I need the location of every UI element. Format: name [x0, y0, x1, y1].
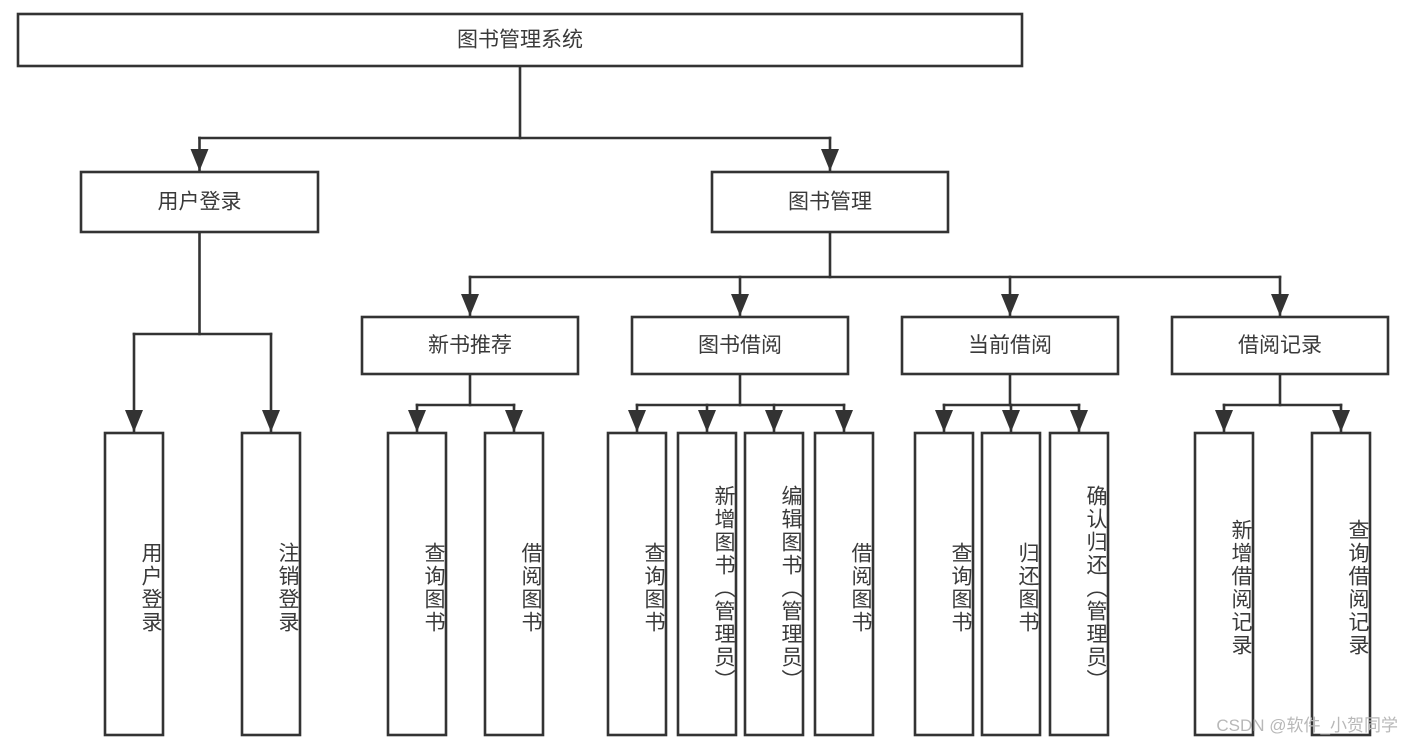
node-box-leaf-user-login[interactable]: [103, 431, 165, 737]
node-box-root[interactable]: [16, 12, 1024, 68]
node-box-leaf-edit-book-admin[interactable]: [743, 431, 805, 737]
arrow-head-icon: [1002, 410, 1020, 432]
node-label-user-login: 用户登录: [158, 191, 242, 214]
node-box-leaf-add-borrow-record[interactable]: [1193, 431, 1255, 737]
connectors-layer: [125, 64, 1350, 434]
boxes-layer: [16, 12, 1390, 737]
node-box-leaf-borrow-book-1[interactable]: [483, 431, 545, 737]
arrow-head-icon: [190, 149, 209, 171]
arrow-head-icon: [821, 149, 839, 171]
node-box-leaf-query-book-1[interactable]: [386, 431, 448, 737]
node-label-book-manage: 图书管理: [788, 191, 872, 214]
node-box-book-manage[interactable]: [710, 170, 950, 234]
arrow-head-icon: [125, 410, 143, 432]
node-label-borrow-record: 借阅记录: [1238, 334, 1322, 357]
arrow-head-icon: [731, 294, 749, 316]
arrow-head-icon: [835, 410, 853, 432]
node-box-leaf-confirm-return-admin[interactable]: [1048, 431, 1110, 737]
node-box-leaf-query-book-3[interactable]: [913, 431, 975, 737]
arrow-head-icon: [628, 410, 646, 432]
node-box-leaf-query-book-2[interactable]: [606, 431, 668, 737]
node-label-book-borrow: 图书借阅: [698, 334, 782, 357]
node-box-book-borrow[interactable]: [630, 315, 850, 376]
node-box-leaf-logout-login[interactable]: [240, 431, 302, 737]
node-box-borrow-record[interactable]: [1170, 315, 1390, 376]
arrow-head-icon: [1332, 410, 1350, 432]
arrow-head-icon: [765, 410, 783, 432]
arrow-head-icon: [935, 410, 953, 432]
node-box-leaf-borrow-book-2[interactable]: [813, 431, 875, 737]
node-box-leaf-query-borrow-record[interactable]: [1310, 431, 1372, 737]
node-box-new-book-recommend[interactable]: [360, 315, 580, 376]
node-label-new-book-recommend: 新书推荐: [428, 334, 512, 357]
arrow-head-icon: [262, 410, 280, 432]
arrow-head-icon: [505, 410, 523, 432]
arrow-head-icon: [1001, 294, 1019, 316]
node-box-leaf-add-book-admin[interactable]: [676, 431, 738, 737]
arrow-head-icon: [408, 410, 426, 432]
arrow-head-icon: [1070, 410, 1088, 432]
arrow-head-icon: [1271, 294, 1289, 316]
arrow-head-icon: [1215, 410, 1233, 432]
node-box-current-borrow[interactable]: [900, 315, 1120, 376]
node-box-leaf-return-book[interactable]: [980, 431, 1042, 737]
node-label-current-borrow: 当前借阅: [968, 334, 1052, 357]
node-box-user-login[interactable]: [79, 170, 320, 234]
node-label-root: 图书管理系统: [457, 29, 583, 52]
csdn-watermark: CSDN @软件_小贺同学: [1216, 716, 1398, 735]
arrow-head-icon: [698, 410, 716, 432]
arrow-head-icon: [461, 294, 479, 316]
